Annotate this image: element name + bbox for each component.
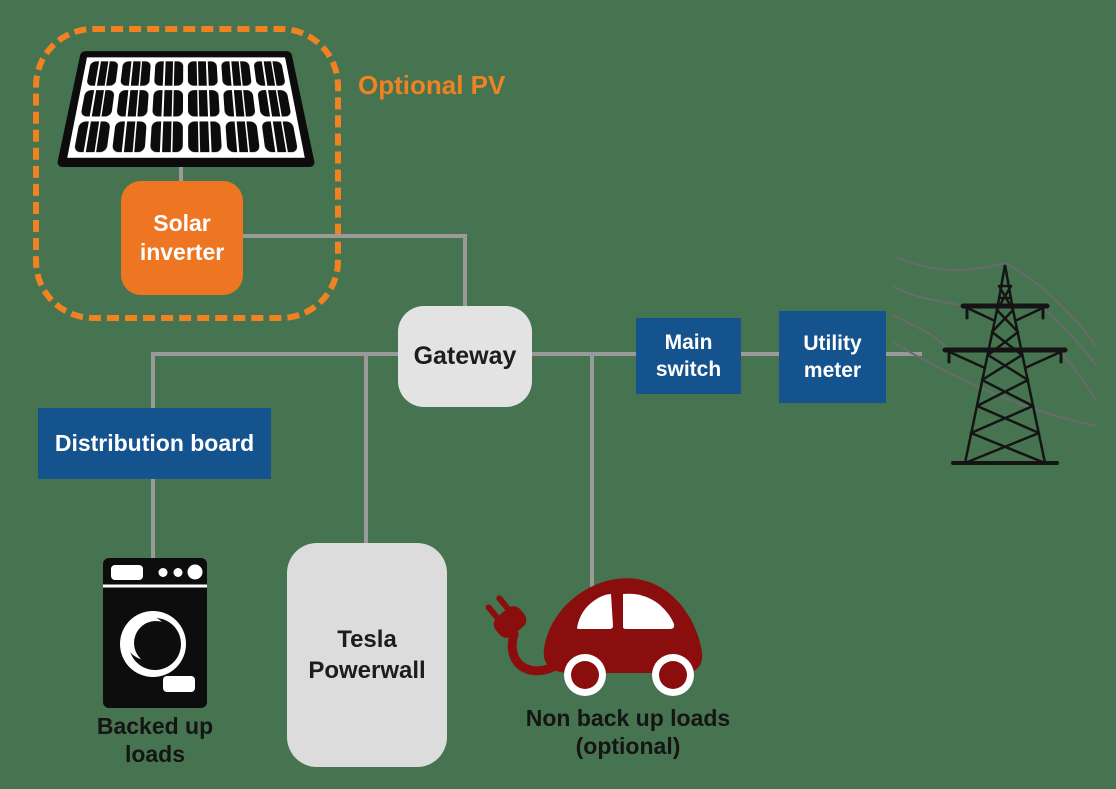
tesla-powerwall-label: Tesla Powerwall <box>308 626 426 684</box>
connector-meter-grid <box>886 352 922 356</box>
connector-to-distribution-board <box>151 352 155 410</box>
non-backup-loads-caption: Non back up loads (optional) <box>486 704 770 760</box>
transmission-tower-icon <box>892 248 1098 473</box>
optional-pv-label: Optional PV <box>358 70 506 100</box>
connector-board-backed-loads <box>151 479 155 561</box>
connector-mainswitch-meter <box>741 352 781 356</box>
connector-inverter-gateway <box>463 234 467 308</box>
washing-machine-icon <box>103 558 207 708</box>
connector-bus-left <box>151 352 400 356</box>
solar-inverter-label: Solar inverter <box>139 210 225 265</box>
distribution-board-node: Distribution board <box>38 408 271 479</box>
distribution-board-label: Distribution board <box>54 430 255 456</box>
connector-gateway-mainswitch <box>532 352 638 356</box>
connector-to-powerwall <box>364 352 368 545</box>
connector-inverter-east <box>243 234 467 238</box>
optional-pv-outline <box>33 26 341 321</box>
solar-panel-icon <box>56 51 316 167</box>
backed-up-loads-caption: Backed up loads <box>96 713 214 767</box>
gateway-label: Gateway <box>413 342 517 370</box>
main-switch-label: Main switch <box>655 331 722 381</box>
connector-to-car <box>590 352 594 588</box>
solar-inverter-node: Solar inverter <box>121 181 243 295</box>
ev-car-icon <box>478 570 710 700</box>
connector-panel-inverter <box>179 156 183 184</box>
tesla-powerwall-node: Tesla Powerwall <box>287 543 447 767</box>
gateway-node: Gateway <box>398 306 532 407</box>
utility-meter-label: Utility meter <box>803 332 862 382</box>
main-switch-node: Main switch <box>636 318 741 394</box>
utility-meter-node: Utility meter <box>779 311 886 403</box>
non-backup-loads-line2: (optional) <box>575 733 681 759</box>
non-backup-loads-line1: Non back up loads <box>525 705 731 731</box>
